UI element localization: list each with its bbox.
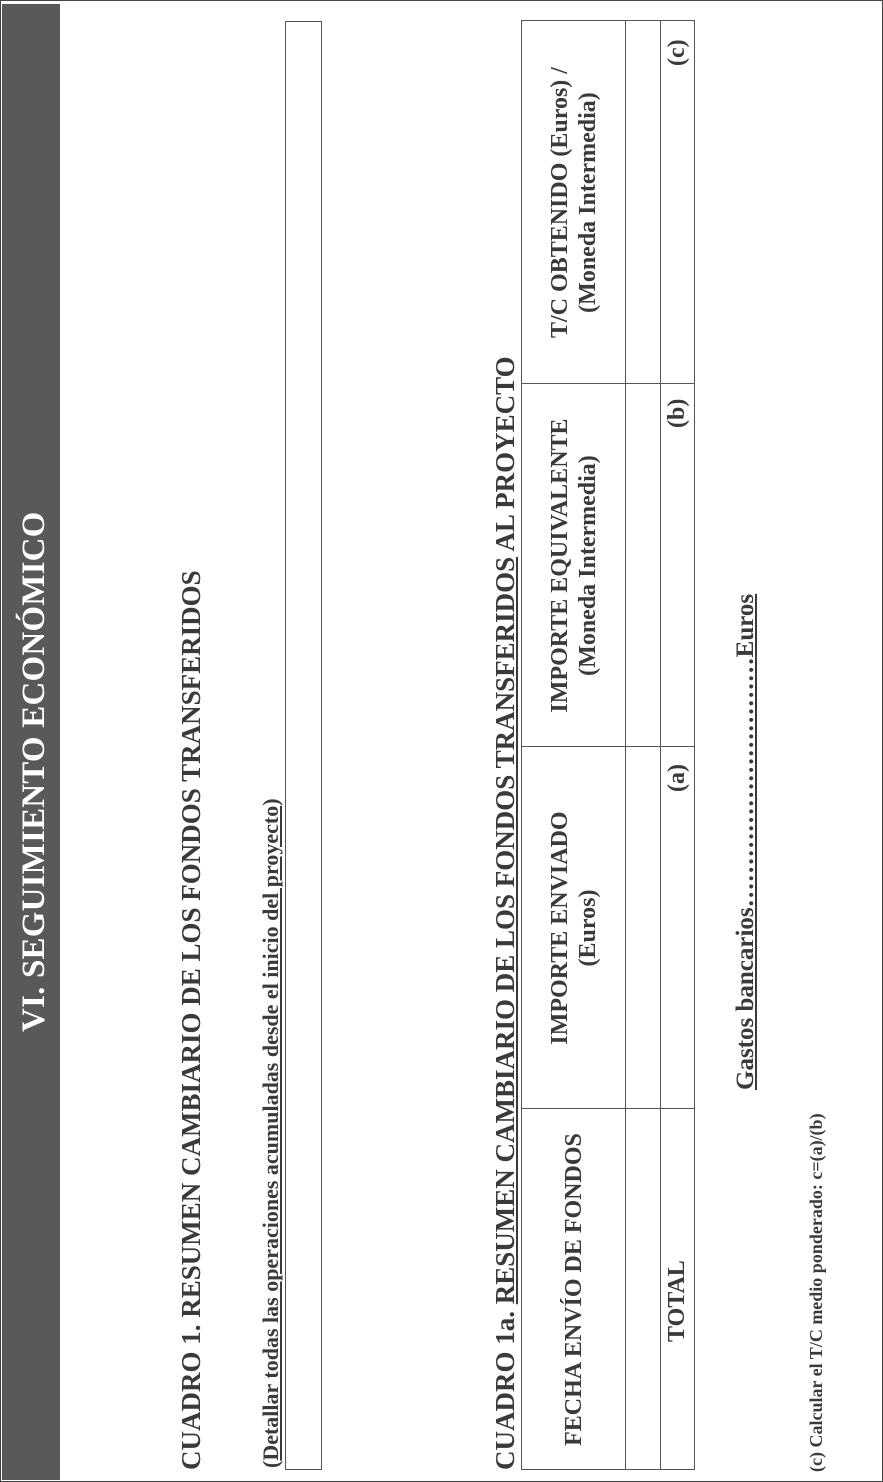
- table-row-divider: [660, 20, 661, 1470]
- marker-a: (a): [664, 764, 690, 792]
- gastos-dots: …………………………: [732, 657, 759, 908]
- cuadro1a-title-underlined-1: RESUMEN CAMBIARIO DE LOS FONDOS: [490, 768, 520, 1305]
- cuadro1-empty-box[interactable]: [285, 21, 322, 1470]
- col-header-fecha: FECHA ENVÍO DE FONDOS: [560, 1133, 587, 1446]
- cuadro1-note: (Detallar todas las operaciones acumulad…: [258, 798, 284, 1468]
- col-header-tc-obtenido: T/C OBTENIDO (Euros) / (Moneda Intermedi…: [546, 67, 601, 338]
- table-border-bottom: [694, 20, 695, 1470]
- cuadro1a-title-underlined-2: TRANSFERIDOS: [490, 556, 520, 769]
- col-header-importe-equivalente: IMPORTE EQUIVALENTE (Moneda Intermedia): [546, 418, 601, 713]
- cuadro1a-title: CUADRO 1a. RESUMEN CAMBIARIO DE LOS FOND…: [490, 356, 521, 1470]
- note-open-paren: (: [258, 1460, 283, 1468]
- section-title-band: VI. SEGUIMIENTO ECONÓMICO: [2, 4, 60, 1480]
- note-close-paren: ): [258, 798, 283, 806]
- marker-b: (b): [664, 398, 690, 428]
- col-header-importe-enviado: IMPORTE ENVIADO (Euros): [546, 811, 601, 1045]
- formula-note: (c) Calcular el T/C medio ponderado: c=(…: [806, 1113, 826, 1472]
- table-header-bottom: [625, 20, 626, 1470]
- section-title: VI. SEGUIMIENTO ECONÓMICO: [16, 511, 52, 1032]
- cuadro1a-title-prefix: CUADRO 1a.: [490, 1304, 520, 1470]
- note-text: Detallar todas las operaciones acumulada…: [258, 805, 283, 1461]
- gastos-label: Gastos bancarios: [732, 907, 759, 1090]
- marker-c: (c): [664, 39, 690, 66]
- total-label: TOTAL: [664, 1260, 690, 1342]
- cuadro1a-title-suffix: AL PROYECTO: [490, 356, 520, 557]
- gastos-unit: Euros: [732, 593, 759, 658]
- cuadro1-title: CUADRO 1. RESUMEN CAMBIARIO DE LOS FONDO…: [176, 570, 206, 1470]
- gastos-bancarios-line: Gastos bancarios…………………………Euros: [732, 594, 760, 1090]
